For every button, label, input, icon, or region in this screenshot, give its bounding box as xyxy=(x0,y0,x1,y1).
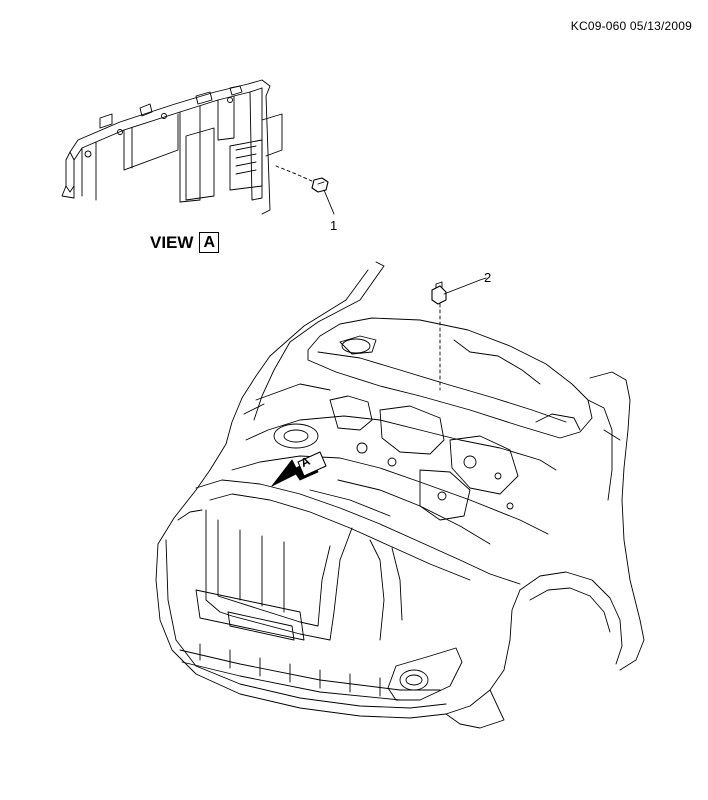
view-label-letter-box: A xyxy=(199,232,220,253)
radiator-support-detail xyxy=(61,79,335,215)
view-label-prefix: VIEW xyxy=(150,232,194,252)
drawing-id: KC09-060 05/13/2009 xyxy=(570,19,692,33)
view-a-label: VIEW A xyxy=(150,232,220,253)
callout-number-1: 1 xyxy=(330,218,338,233)
callout-number-2: 2 xyxy=(484,270,492,285)
vehicle-front-illustration xyxy=(155,261,645,729)
